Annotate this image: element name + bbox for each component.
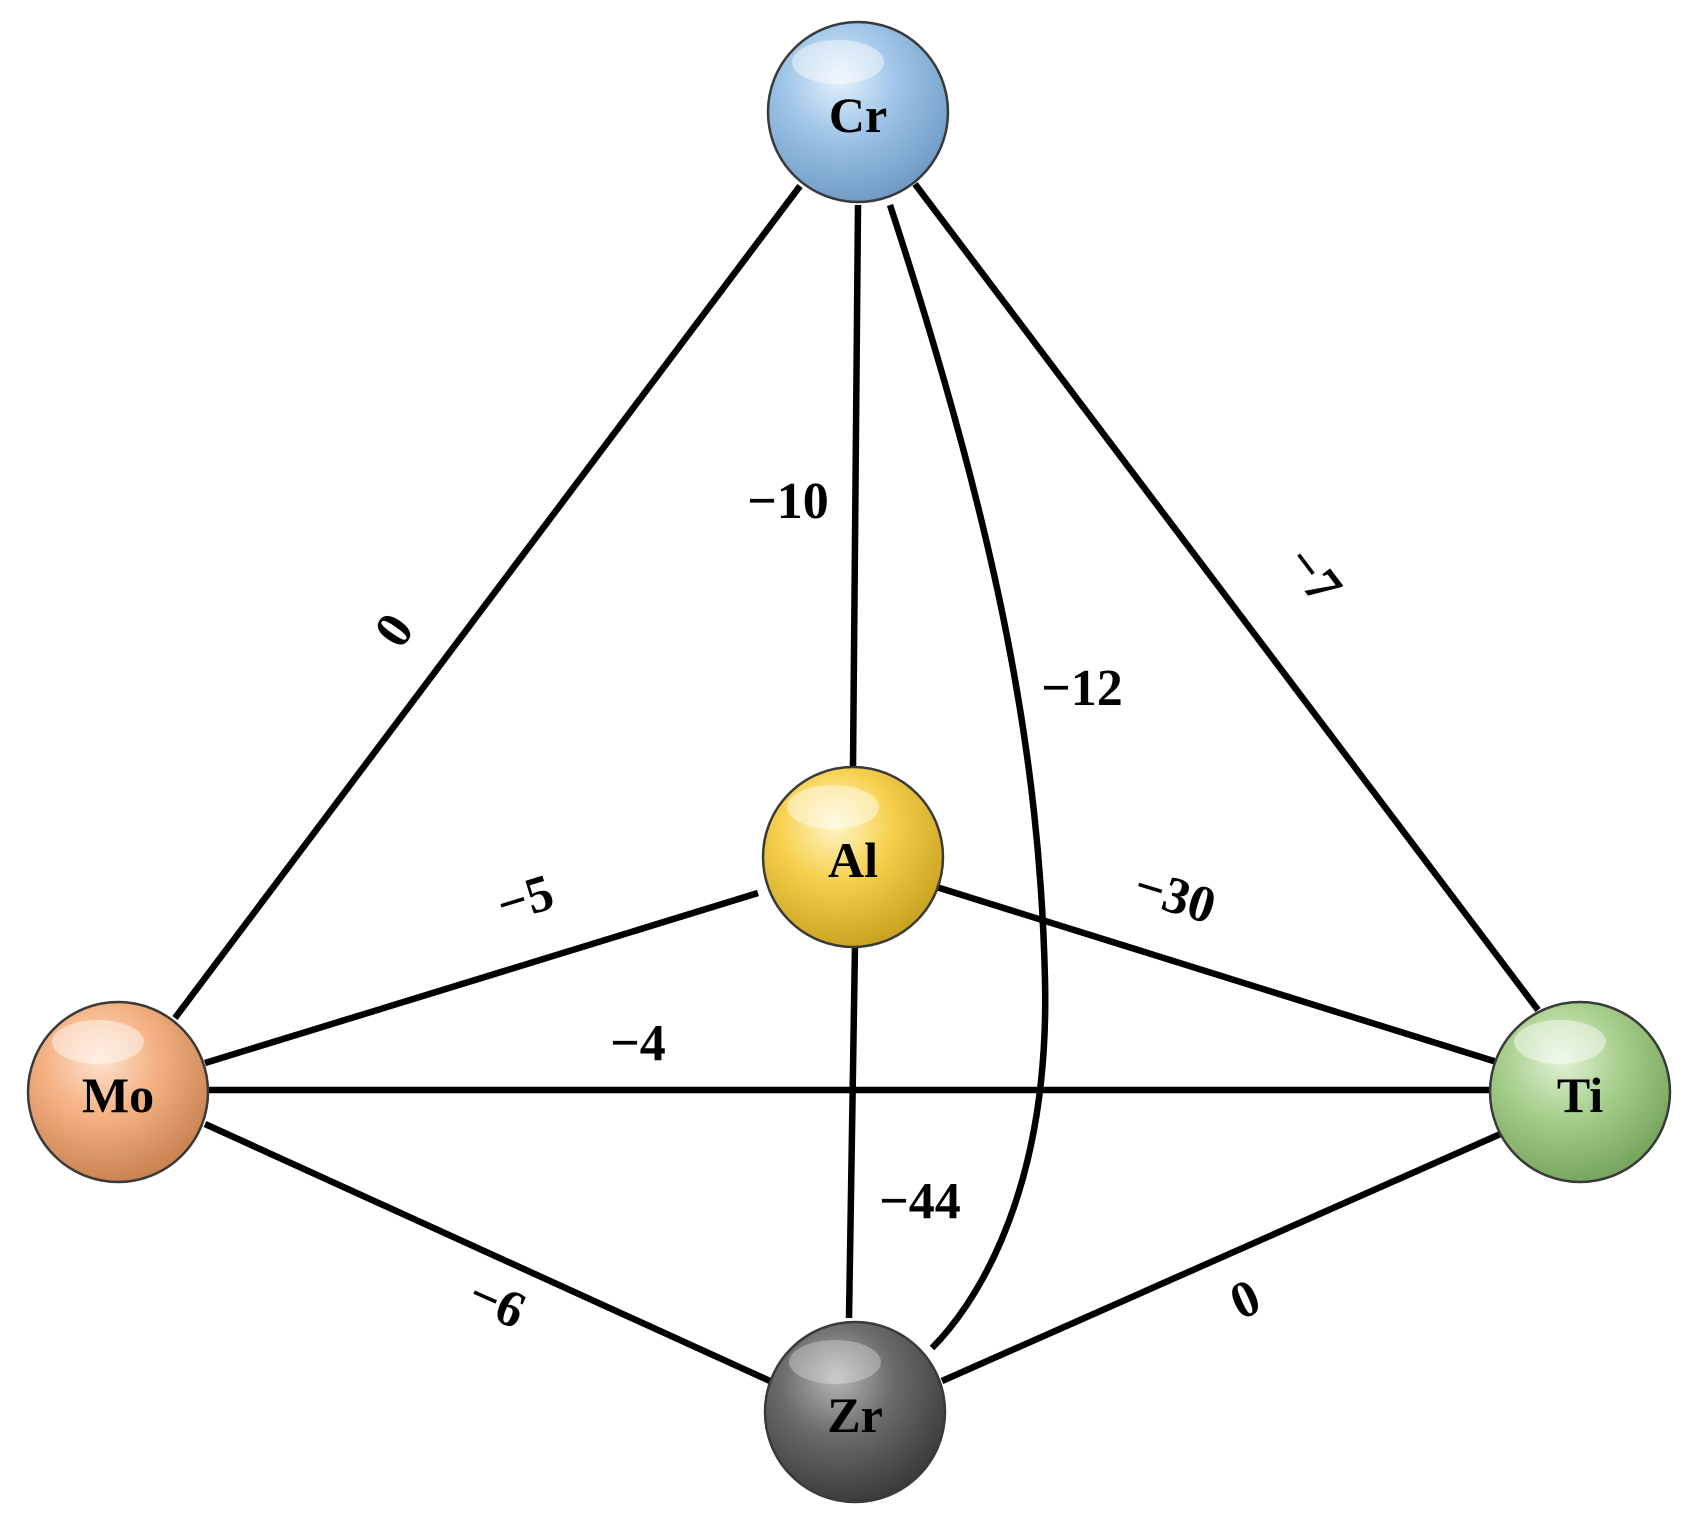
bonds	[172, 182, 1541, 1384]
bond-cr-ti	[912, 182, 1541, 1012]
bond-cr-zr	[886, 203, 1049, 1351]
bond-mo-zr	[203, 1121, 772, 1384]
value-cr-al: −10	[747, 473, 829, 530]
value-mo-ti: −4	[610, 1015, 666, 1072]
bond-al-zr	[845, 944, 859, 1319]
bond-al-ti	[929, 881, 1501, 1067]
node-mo: Mo	[26, 1000, 210, 1184]
value-mo-al: −5	[490, 864, 560, 935]
value-cr-ti: −7	[1274, 536, 1353, 615]
node-ti-highlight	[1514, 1020, 1606, 1064]
node-zr-sphere	[763, 1320, 947, 1504]
value-cr-mo: 0	[364, 604, 426, 658]
value-mo-zr: −6	[460, 1266, 534, 1341]
node-cr-label: Cr	[829, 87, 887, 143]
node-cr: Cr	[766, 20, 950, 204]
node-mo-sphere	[26, 1000, 210, 1184]
node-ti-label: Ti	[1557, 1067, 1603, 1123]
bond-cr-al	[849, 204, 862, 767]
node-al: Al	[761, 765, 945, 949]
node-mo-highlight	[52, 1020, 144, 1064]
node-mo-label: Mo	[82, 1067, 154, 1123]
node-cr-sphere	[766, 20, 950, 204]
node-ti-sphere	[1488, 1000, 1672, 1184]
node-zr-highlight	[789, 1340, 881, 1384]
value-al-zr: −44	[879, 1173, 961, 1230]
node-zr: Zr	[763, 1320, 947, 1504]
value-zr-ti: 0	[1222, 1269, 1269, 1332]
value-cr-zr: −12	[1041, 660, 1123, 717]
bond-zr-ti	[940, 1129, 1507, 1384]
node-cr-highlight	[792, 40, 884, 84]
node-al-highlight	[787, 785, 879, 829]
value-al-ti: −30	[1127, 857, 1222, 935]
bond-mo-al	[204, 889, 759, 1067]
node-ti: Ti	[1488, 1000, 1672, 1184]
node-al-sphere	[761, 765, 945, 949]
node-zr-label: Zr	[827, 1387, 883, 1443]
bond-cr-mo	[172, 184, 803, 1020]
node-al-label: Al	[828, 832, 878, 888]
